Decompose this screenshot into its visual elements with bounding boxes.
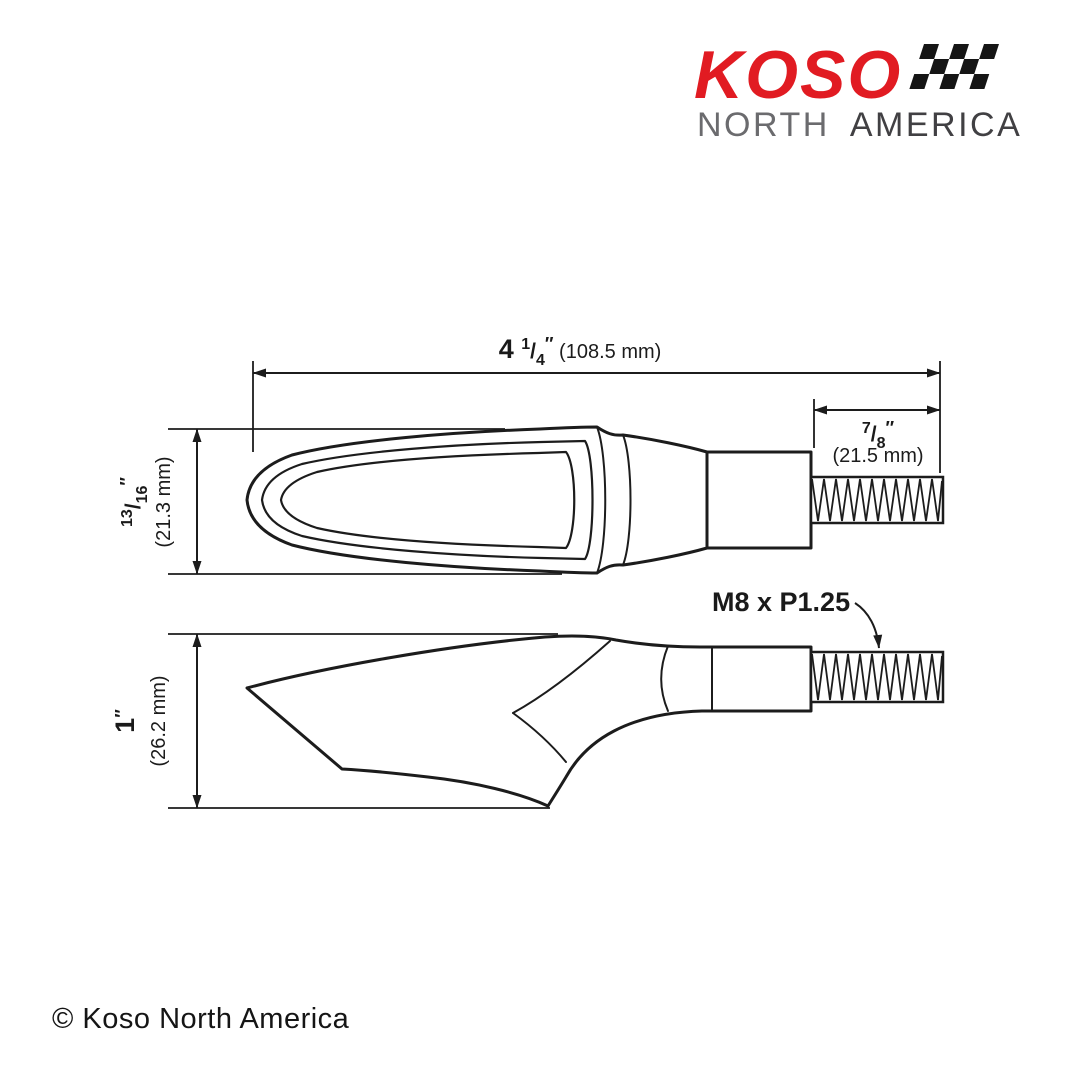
top-height-metric: (21.3 mm)	[153, 456, 175, 547]
thread-spec-label: M8 x P1.25	[712, 587, 850, 617]
dimension-overall-length: 4 1/4″ (108.5 mm)	[252, 334, 941, 473]
side-view-crease-upper	[512, 640, 611, 714]
checkered-flag-icon	[909, 44, 999, 89]
brand-subtitle: NORTH AMERICA	[697, 106, 1022, 144]
thread-length-label: 7/8″	[862, 418, 895, 452]
top-view-lens-seam-left	[596, 426, 607, 574]
top-view-inner-contour-2	[279, 450, 576, 550]
brand-logo: KOSO NORTH AMERICA	[694, 37, 1022, 144]
side-view-crease-lower	[512, 712, 567, 763]
top-view	[245, 425, 945, 575]
copyright-text: © Koso North America	[52, 1003, 350, 1035]
top-view-thread-hatching	[811, 478, 943, 522]
thread-length-metric: (21.5 mm)	[832, 445, 923, 467]
overall-length-label: 4 1/4″ (108.5 mm)	[499, 334, 662, 369]
thread-spec-leader-arrow	[854, 602, 883, 649]
dimension-side-height: 1″ (26.2 mm)	[110, 633, 558, 809]
side-view-mount-seam	[660, 645, 669, 712]
top-view-body-outline	[245, 425, 709, 575]
koso-logo-text: KOSO	[694, 37, 902, 113]
side-height-label: 1″	[110, 709, 140, 733]
thread-spec-callout: M8 x P1.25	[712, 587, 883, 649]
brand-word-america: AMERICA	[850, 106, 1022, 144]
top-view-inner-contour-1	[260, 439, 594, 561]
top-height-label: 13/16″	[117, 477, 151, 527]
top-view-mount-block	[705, 450, 813, 550]
top-view-lens-seam-right	[622, 434, 632, 566]
brand-word-north: NORTH	[697, 106, 830, 144]
side-view-body-outline	[245, 634, 813, 808]
dimension-top-height: 13/16″ (21.3 mm)	[117, 428, 562, 575]
side-view-thread-hatching	[811, 653, 943, 701]
side-height-metric: (26.2 mm)	[148, 675, 170, 766]
dimension-thread-length: 7/8″ (21.5 mm)	[813, 399, 941, 467]
side-view	[245, 634, 945, 808]
